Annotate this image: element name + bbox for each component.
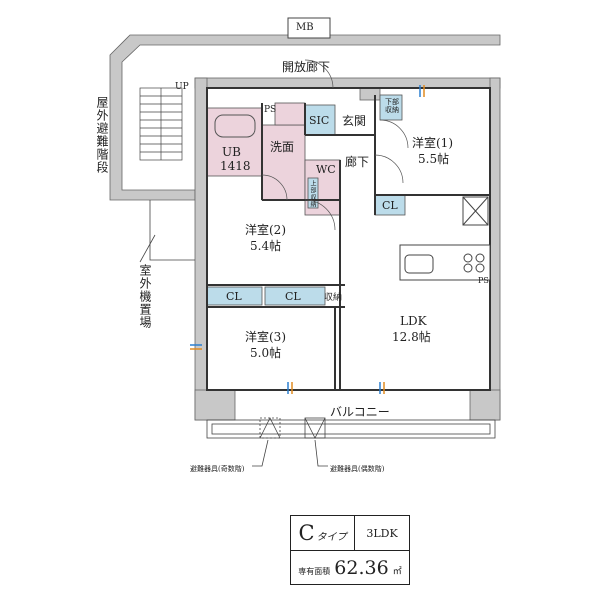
room3-label: 洋室(3) <box>245 330 286 344</box>
balcony-label: バルコニー <box>330 405 390 419</box>
room2-size: 5.4帖 <box>250 239 282 253</box>
stairs <box>139 87 183 161</box>
hallway-label: 廊下 <box>345 155 370 169</box>
sic-area <box>304 104 336 136</box>
entrance-label: 玄関 <box>342 114 367 128</box>
room1-label: 洋室(1) <box>412 136 453 150</box>
ub-size: 1418 <box>220 159 251 173</box>
room3-size: 5.0帖 <box>250 346 282 360</box>
storage-label: 収納 <box>324 293 343 303</box>
cl-label-2: CL <box>226 290 242 303</box>
ps2-label: PS <box>478 276 489 285</box>
kitchen-counter <box>399 244 491 281</box>
room2-label: 洋室(2) <box>245 223 286 237</box>
evac-even-label: 避難器具(偶数階) <box>330 465 385 473</box>
area-unit: ㎡ <box>392 567 402 577</box>
lower-storage-label: 下部収納 <box>385 98 399 114</box>
cl-label-3: CL <box>285 290 301 303</box>
outdoor-unit-label: 室外機置場 <box>138 264 152 329</box>
balcony-rail <box>206 419 496 439</box>
upper-storage-label: 上部収納 <box>309 180 316 208</box>
room1-size: 5.5帖 <box>418 152 450 166</box>
area-label: 専有面積 <box>298 567 331 576</box>
outdoor-stairs-label: 屋外避難階段 <box>95 96 109 174</box>
layout-label: 3LDK <box>366 526 398 540</box>
area-value: 62.36 <box>334 557 389 579</box>
ldk-label: LDK <box>400 314 427 328</box>
open-corridor-wall <box>109 34 501 201</box>
type-letter: C <box>298 521 315 545</box>
wc-label: WC <box>316 163 336 176</box>
cl-label-1: CL <box>382 199 398 212</box>
type-suffix: タイプ <box>316 532 347 543</box>
ub-label: UB <box>222 145 241 159</box>
washroom-area <box>261 124 306 201</box>
mb-box <box>287 17 331 39</box>
sic-label: SIC <box>309 114 330 127</box>
ps-label: PS <box>264 105 277 115</box>
up-label: UP <box>175 82 189 92</box>
ldk-size: 12.8帖 <box>392 330 431 344</box>
mb-label: MB <box>296 22 314 33</box>
open-corridor-label: 開放廊下 <box>282 60 331 74</box>
evac-odd-label: 避難器具(奇数階) <box>190 465 245 473</box>
unit-info-table: C タイプ 3LDK 専有面積 62.36 ㎡ <box>290 515 410 585</box>
unit-outer-wall <box>194 77 501 89</box>
washroom-label: 洗面 <box>270 140 295 154</box>
